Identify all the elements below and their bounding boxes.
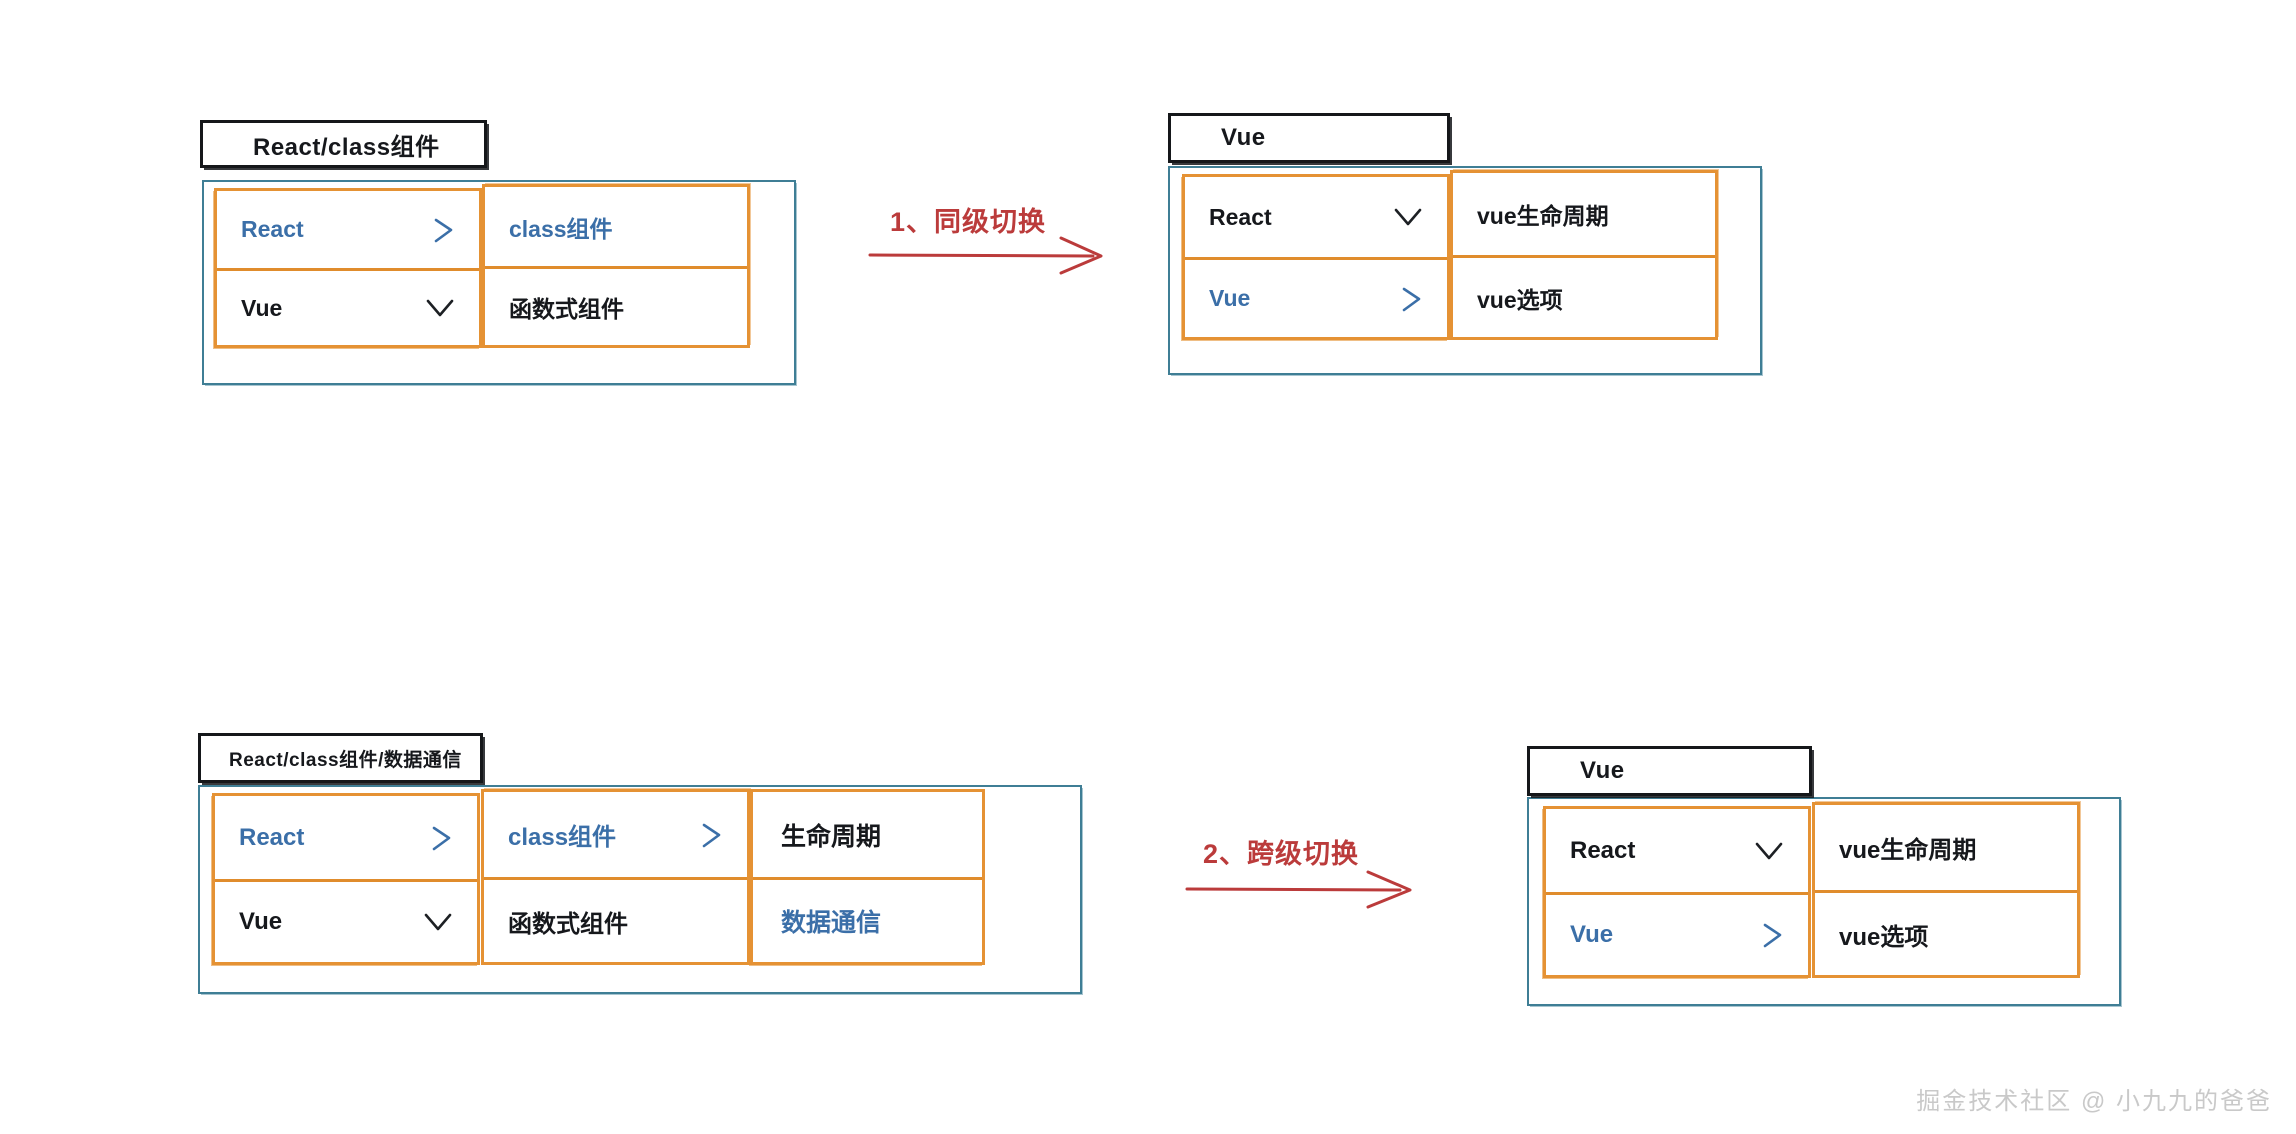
menu-item-label: 函数式组件: [508, 910, 628, 938]
menu-item-react[interactable]: React: [1185, 177, 1447, 257]
breadcrumb-text: Vue: [1580, 757, 1625, 784]
menu-item-function-component[interactable]: 函数式组件: [484, 877, 747, 962]
menu-item-label: Vue: [239, 908, 283, 935]
menu-item-label: React: [241, 216, 304, 242]
menu-item-function-component[interactable]: 函数式组件: [485, 266, 747, 345]
menu-item-vue[interactable]: Vue: [215, 879, 477, 962]
menu-item-vue[interactable]: Vue: [1185, 257, 1447, 337]
menu-item-vue-lifecycle[interactable]: vue生命周期: [1453, 173, 1715, 255]
chevron-right-icon: [431, 215, 457, 245]
menu-item-vue-options[interactable]: vue选项: [1815, 890, 2077, 975]
menu-item-react[interactable]: React: [217, 191, 479, 268]
menu-item-label: vue选项: [1839, 923, 1929, 951]
chevron-down-icon: [421, 910, 455, 934]
arrow-label: 2、跨级切换: [1203, 839, 1360, 869]
arrow-label: 1、同级切换: [890, 207, 1047, 237]
menu-item-label: 数据通信: [781, 909, 882, 937]
transition-arrow-1: 1、同级切换: [868, 200, 1128, 290]
menu-item-label: vue选项: [1477, 286, 1563, 313]
menu-column-level-2: class组件 函数式组件: [481, 789, 750, 965]
menu-column-level-3: 生命周期 数据通信: [750, 789, 985, 965]
breadcrumb-chip-1-after: Vue: [1168, 113, 1450, 163]
menu-column-level-1: React Vue: [214, 188, 482, 348]
menu-item-label: vue生命周期: [1477, 203, 1609, 229]
chevron-right-icon: [1399, 284, 1425, 314]
menu-item-vue-options[interactable]: vue选项: [1453, 255, 1715, 337]
menu-item-label: class组件: [508, 824, 617, 851]
menu-item-vue[interactable]: Vue: [1546, 892, 1808, 975]
chevron-right-icon: [429, 823, 455, 853]
arrow-icon: [1185, 870, 1412, 909]
menu-item-react[interactable]: React: [215, 796, 477, 879]
menu-item-react[interactable]: React: [1546, 809, 1808, 892]
menu-item-label: class组件: [509, 215, 613, 242]
breadcrumb-text: React/class组件/数据通信: [229, 749, 462, 771]
menu-column-level-1: React Vue: [212, 793, 480, 965]
chevron-right-icon: [699, 820, 725, 850]
menu-column-level-2: vue生命周期 vue选项: [1450, 170, 1718, 340]
menu-item-label: React: [1209, 203, 1272, 230]
menu-item-label: Vue: [241, 294, 283, 321]
breadcrumb-chip-2-before: React/class组件/数据通信: [198, 733, 483, 783]
menu-item-label: vue生命周期: [1839, 837, 1977, 864]
watermark: 掘金技术社区 @ 小九九的爸爸: [1916, 1088, 2272, 1115]
menu-item-label: React: [1570, 836, 1636, 864]
arrow-icon: [868, 236, 1103, 275]
menu-column-level-2: vue生命周期 vue选项: [1812, 802, 2080, 978]
menu-item-label: Vue: [1570, 921, 1614, 948]
menu-item-lifecycle[interactable]: 生命周期: [753, 792, 982, 877]
chevron-down-icon: [423, 296, 457, 320]
breadcrumb-text: Vue: [1221, 124, 1266, 151]
menu-item-label: 函数式组件: [509, 296, 624, 322]
menu-item-class-component[interactable]: class组件: [484, 792, 747, 877]
menu-item-vue-lifecycle[interactable]: vue生命周期: [1815, 805, 2077, 890]
menu-item-data-communication[interactable]: 数据通信: [753, 877, 982, 962]
chevron-down-icon: [1391, 205, 1425, 229]
menu-item-vue[interactable]: Vue: [217, 268, 479, 345]
transition-arrow-2: 2、跨级切换: [1185, 832, 1445, 922]
chevron-down-icon: [1752, 839, 1786, 863]
breadcrumb-chip-2-after: Vue: [1527, 746, 1812, 796]
breadcrumb-chip-1-before: React/class组件: [200, 120, 487, 168]
menu-item-class-component[interactable]: class组件: [485, 187, 747, 266]
menu-column-level-1: React Vue: [1182, 174, 1450, 340]
menu-item-label: 生命周期: [781, 822, 882, 851]
menu-column-level-2: class组件 函数式组件: [482, 184, 750, 348]
chevron-right-icon: [1760, 920, 1786, 950]
menu-column-level-1: React Vue: [1543, 806, 1811, 978]
menu-item-label: Vue: [1209, 285, 1251, 311]
breadcrumb-text: React/class组件: [253, 133, 440, 161]
menu-item-label: React: [239, 823, 305, 851]
